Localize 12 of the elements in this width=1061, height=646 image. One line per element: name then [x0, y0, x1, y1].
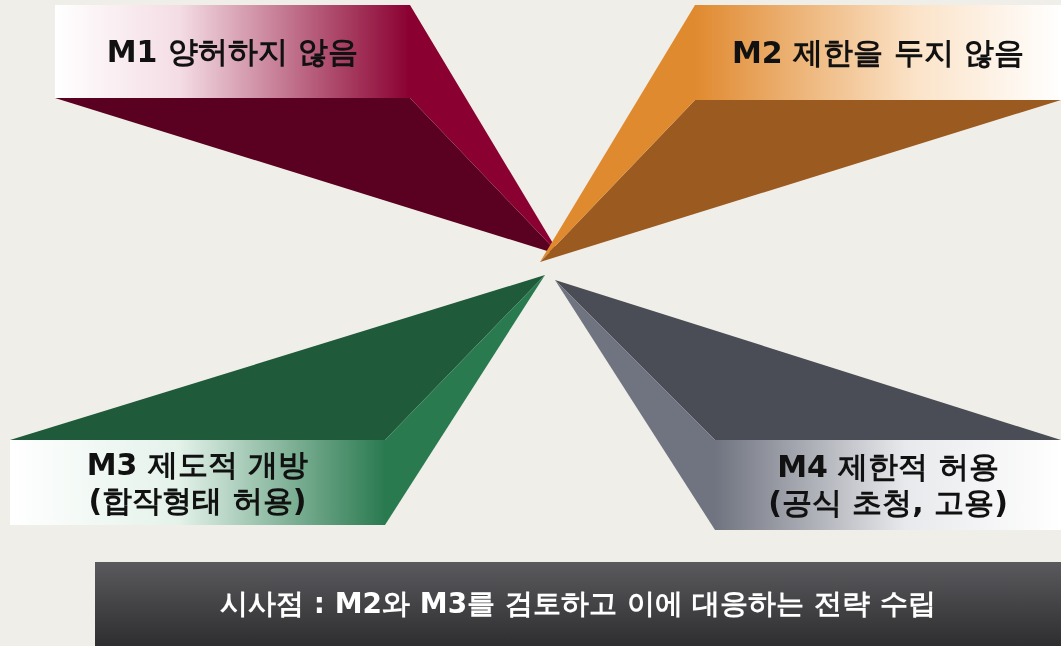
box-title: M4 제한적 허용: [777, 449, 999, 485]
category-box: [10, 440, 385, 525]
box-title: M2 제한을 두지 않음: [731, 34, 1025, 71]
box-title: M3 제도적 개방: [86, 446, 309, 483]
category-box: [715, 440, 1061, 530]
box-subtitle: (합작형태 허용): [88, 482, 307, 519]
conclusion-banner: [95, 562, 1061, 646]
category-box: [55, 5, 410, 98]
box-subtitle: (공식 초청, 고용): [768, 485, 1008, 521]
box-title: 시사점 : M2와 M3를 검토하고 이에 대응하는 전략 수립: [220, 586, 936, 622]
category-box: [695, 5, 1061, 100]
box-title: M1 양허하지 않음: [106, 33, 359, 70]
